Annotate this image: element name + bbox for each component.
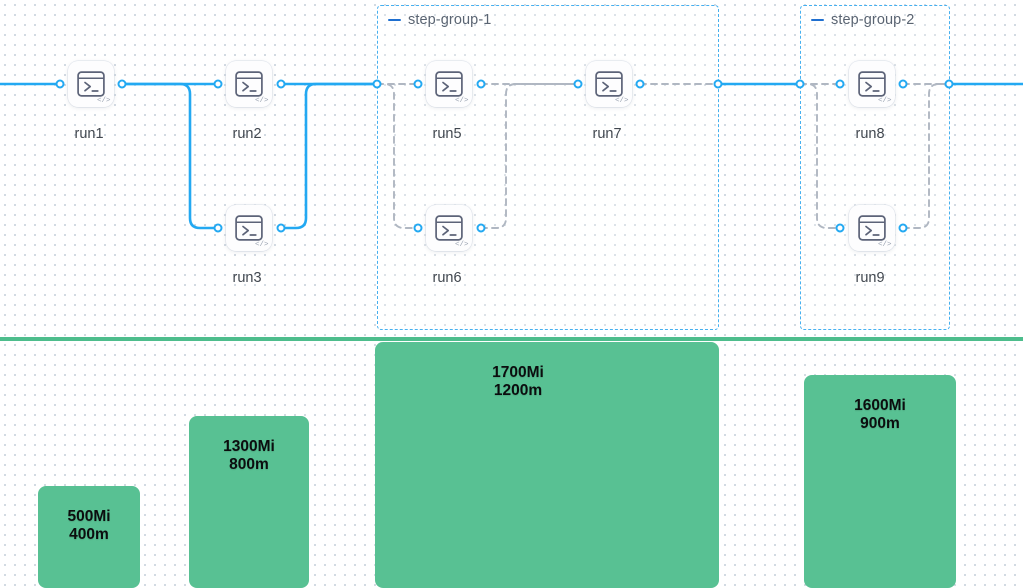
section-divider [0, 337, 1023, 341]
code-icon: </> [877, 96, 892, 105]
port-group1-in[interactable] [372, 79, 382, 89]
node-caption-run2: run2 [232, 126, 262, 142]
port-run5-in[interactable] [413, 79, 423, 89]
port-run8-out[interactable] [898, 79, 908, 89]
resource-bar-3[interactable]: 1700Mi 1200m [375, 342, 719, 588]
node-run8[interactable]: </> [849, 61, 895, 107]
port-run5-out[interactable] [476, 79, 486, 89]
port-run6-out[interactable] [476, 223, 486, 233]
node-caption-run6: run6 [432, 270, 462, 286]
terminal-icon [435, 215, 463, 241]
node-run6[interactable]: </> [426, 205, 472, 251]
node-caption-run5: run5 [432, 126, 462, 142]
minus-icon[interactable] [388, 18, 401, 22]
terminal-icon [77, 71, 105, 97]
group-label: step-group-2 [831, 12, 915, 28]
port-run7-out[interactable] [635, 79, 645, 89]
resource-bar-label: 1600Mi 900m [854, 397, 906, 433]
terminal-icon [858, 215, 886, 241]
port-group2-out[interactable] [944, 79, 954, 89]
terminal-icon [235, 215, 263, 241]
port-run6-in[interactable] [413, 223, 423, 233]
node-caption-run3: run3 [232, 270, 262, 286]
resource-bar-label: 1700Mi 1200m [492, 364, 544, 400]
port-run3-out[interactable] [276, 223, 286, 233]
port-run9-in[interactable] [835, 223, 845, 233]
port-run8-in[interactable] [835, 79, 845, 89]
group-label: step-group-1 [408, 12, 492, 28]
node-run1[interactable]: </> [68, 61, 114, 107]
port-run1-in[interactable] [55, 79, 65, 89]
code-icon: </> [454, 96, 469, 105]
node-run9[interactable]: </> [849, 205, 895, 251]
node-run7[interactable]: </> [586, 61, 632, 107]
minus-icon[interactable] [811, 18, 824, 22]
code-icon: </> [454, 240, 469, 249]
port-group1-out[interactable] [713, 79, 723, 89]
node-caption-run1: run1 [74, 126, 104, 142]
code-icon: </> [614, 96, 629, 105]
node-run2[interactable]: </> [226, 61, 272, 107]
resource-bar-2[interactable]: 1300Mi 800m [189, 416, 309, 588]
node-run3[interactable]: </> [226, 205, 272, 251]
code-icon: </> [877, 240, 892, 249]
port-group2-in[interactable] [795, 79, 805, 89]
port-run7-in[interactable] [573, 79, 583, 89]
code-icon: </> [254, 240, 269, 249]
port-run2-out[interactable] [276, 79, 286, 89]
node-caption-run7: run7 [592, 126, 622, 142]
resource-bar-1[interactable]: 500Mi 400m [38, 486, 140, 588]
node-caption-run9: run9 [855, 270, 885, 286]
terminal-icon [435, 71, 463, 97]
group-header-step-group-2[interactable]: step-group-2 [811, 12, 914, 28]
code-icon: </> [96, 96, 111, 105]
port-run1-out[interactable] [117, 79, 127, 89]
resource-bar-label: 1300Mi 800m [223, 438, 275, 474]
node-run5[interactable]: </> [426, 61, 472, 107]
resource-bar-label: 500Mi 400m [67, 508, 111, 544]
resource-bar-4[interactable]: 1600Mi 900m [804, 375, 956, 588]
terminal-icon [595, 71, 623, 97]
port-run3-in[interactable] [213, 223, 223, 233]
edge-run3-to-group1 [279, 82, 379, 230]
edge-run1-to-run3 [120, 82, 220, 230]
port-run9-out[interactable] [898, 223, 908, 233]
terminal-icon [858, 71, 886, 97]
terminal-icon [235, 71, 263, 97]
group-header-step-group-1[interactable]: step-group-1 [388, 12, 491, 28]
group-box-step-group-2[interactable]: step-group-2 [800, 5, 950, 330]
group-box-step-group-1[interactable]: step-group-1 [377, 5, 719, 330]
node-caption-run8: run8 [855, 126, 885, 142]
port-run2-in[interactable] [213, 79, 223, 89]
code-icon: </> [254, 96, 269, 105]
